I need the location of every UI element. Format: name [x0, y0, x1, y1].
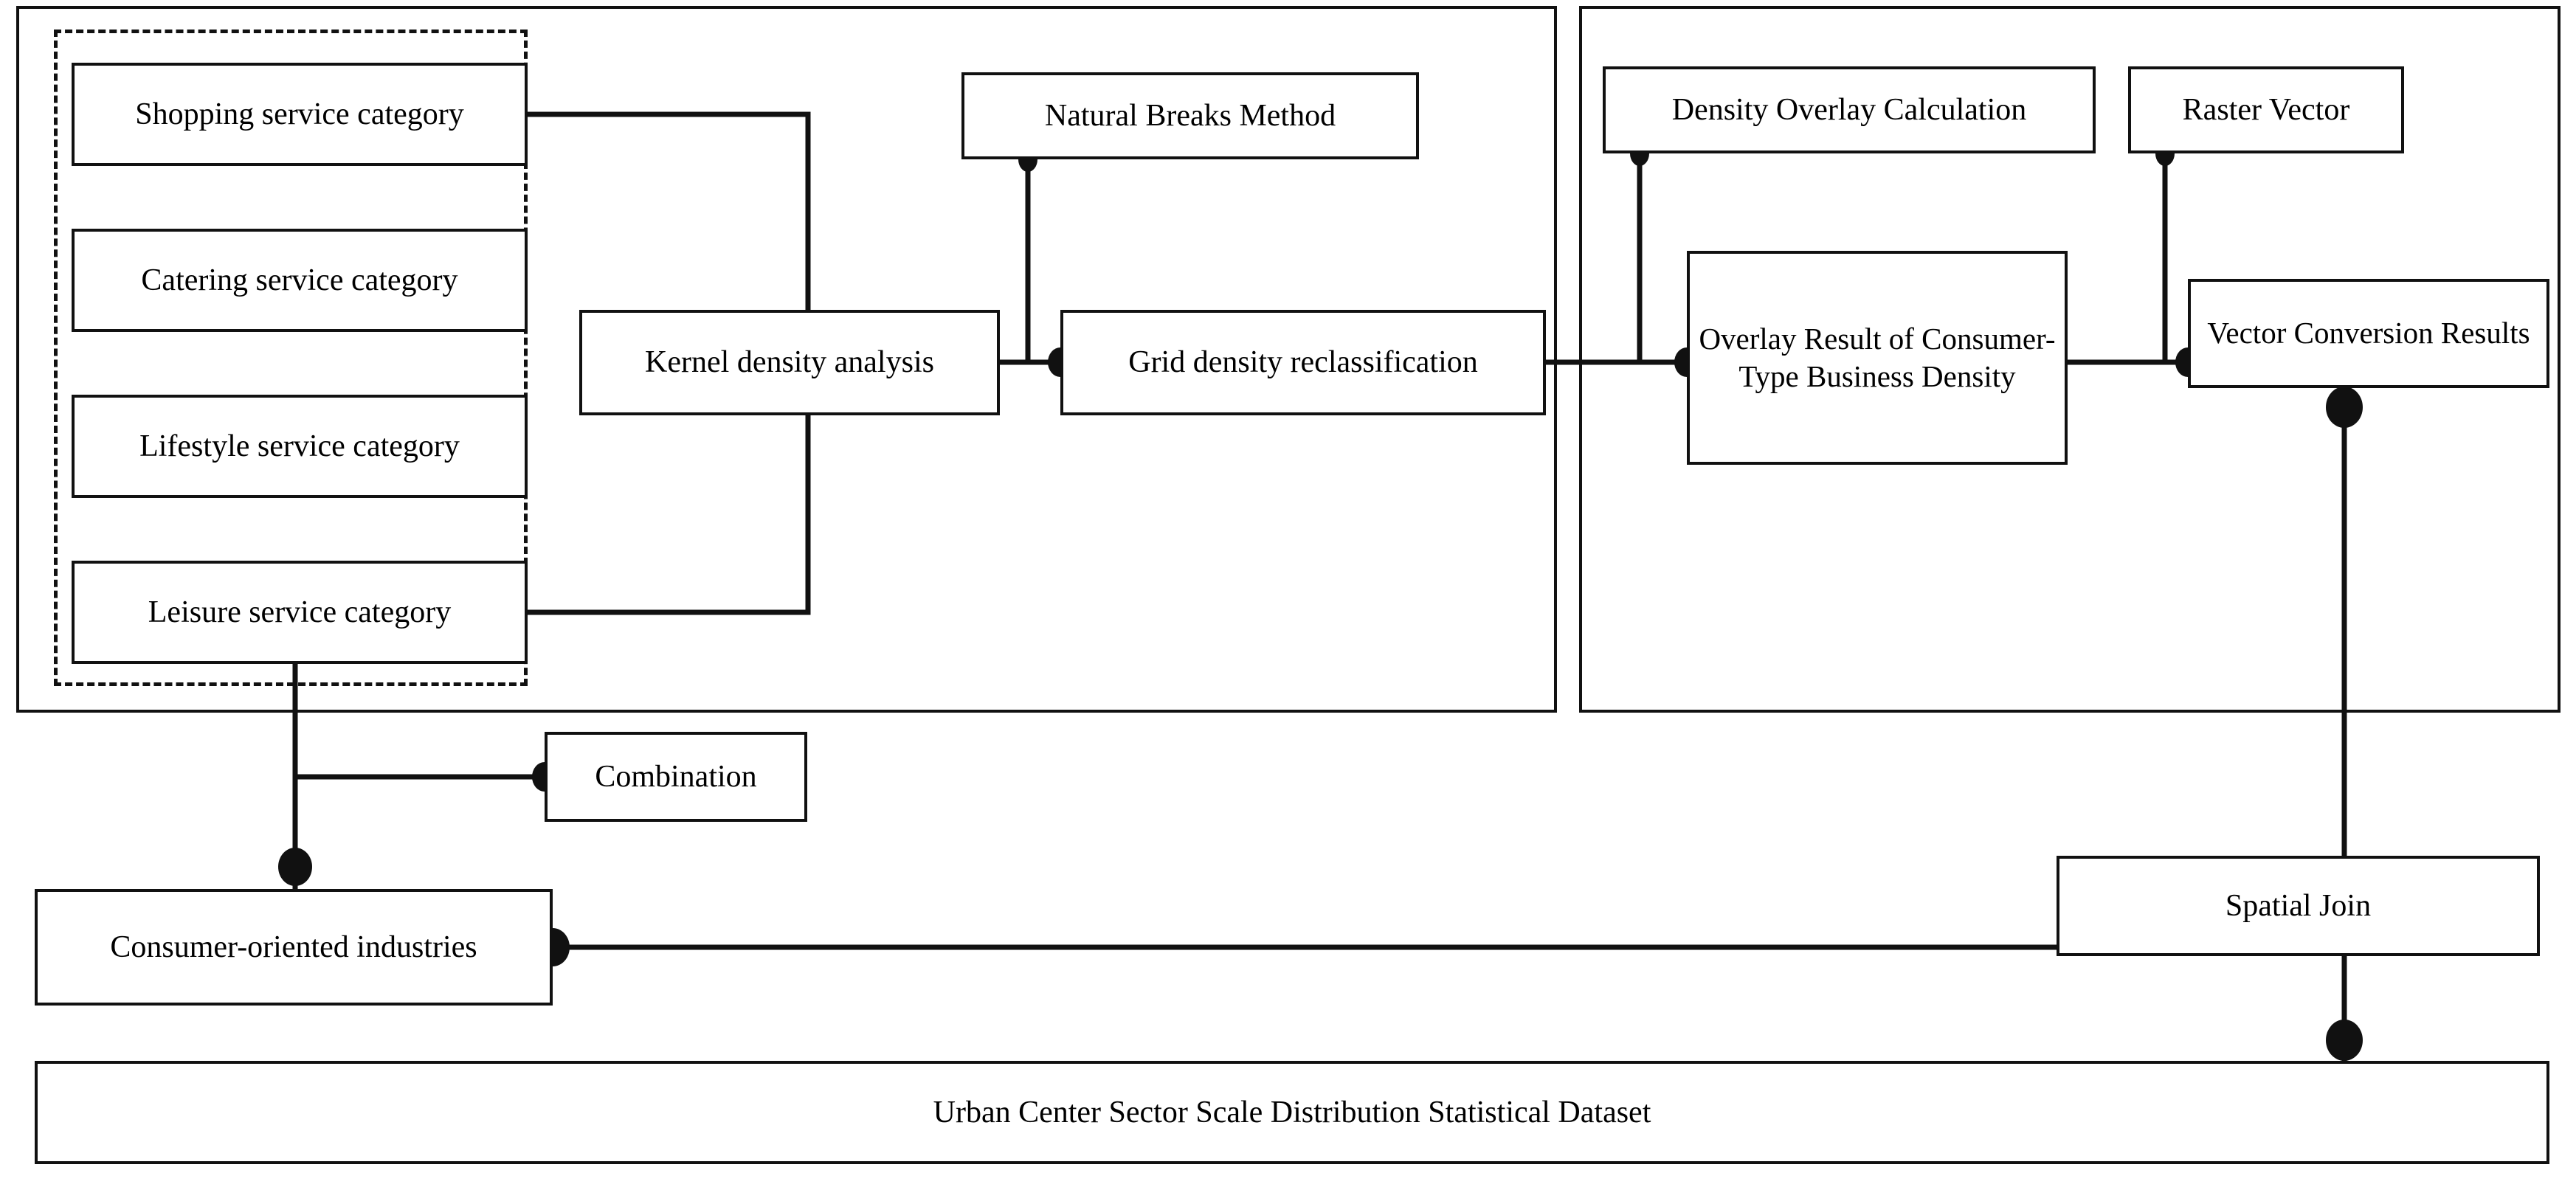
junction-dot-consumer-top [278, 848, 312, 886]
node-grid-density-reclassification[interactable]: Grid density reclassification [1060, 310, 1546, 415]
node-spatial-join[interactable]: Spatial Join [2057, 856, 2540, 956]
node-vector-conversion-results[interactable]: Vector Conversion Results [2188, 279, 2549, 388]
node-natural-breaks-method[interactable]: Natural Breaks Method [961, 72, 1419, 159]
node-urban-center-dataset[interactable]: Urban Center Sector Scale Distribution S… [35, 1061, 2549, 1164]
node-combination[interactable]: Combination [545, 732, 807, 822]
right-analysis-panel [1579, 6, 2561, 713]
node-leisure-service-category[interactable]: Leisure service category [72, 561, 528, 664]
node-raster-vector[interactable]: Raster Vector [2128, 66, 2404, 153]
node-label: Overlay Result of Consumer-Type Business… [1699, 321, 2056, 393]
left-analysis-panel [16, 6, 1557, 713]
node-catering-service-category[interactable]: Catering service category [72, 229, 528, 332]
node-overlay-result-consumer-type-business-density[interactable]: Overlay Result of Consumer-Type Business… [1687, 251, 2068, 465]
node-label: Leisure service category [148, 595, 452, 629]
node-label: Urban Center Sector Scale Distribution S… [933, 1095, 1651, 1129]
node-label: Spatial Join [2225, 888, 2372, 923]
node-kernel-density-analysis[interactable]: Kernel density analysis [579, 310, 1000, 415]
node-label: Natural Breaks Method [1044, 98, 1336, 133]
junction-dot-dataset-top [2326, 1020, 2363, 1061]
node-label: Density Overlay Calculation [1671, 92, 2027, 127]
node-density-overlay-calculation[interactable]: Density Overlay Calculation [1603, 66, 2096, 153]
node-lifestyle-service-category[interactable]: Lifestyle service category [72, 395, 528, 498]
node-label: Lifestyle service category [139, 429, 460, 463]
node-label: Combination [595, 759, 757, 794]
node-label: Shopping service category [135, 97, 464, 131]
node-label: Consumer-oriented industries [110, 930, 477, 964]
node-consumer-oriented-industries[interactable]: Consumer-oriented industries [35, 889, 553, 1006]
node-label: Kernel density analysis [645, 345, 934, 380]
node-shopping-service-category[interactable]: Shopping service category [72, 63, 528, 166]
node-label: Catering service category [141, 263, 458, 297]
node-label: Raster Vector [2182, 92, 2350, 127]
node-label: Vector Conversion Results [2207, 316, 2530, 350]
service-category-group [54, 30, 528, 686]
node-label: Grid density reclassification [1128, 345, 1478, 380]
